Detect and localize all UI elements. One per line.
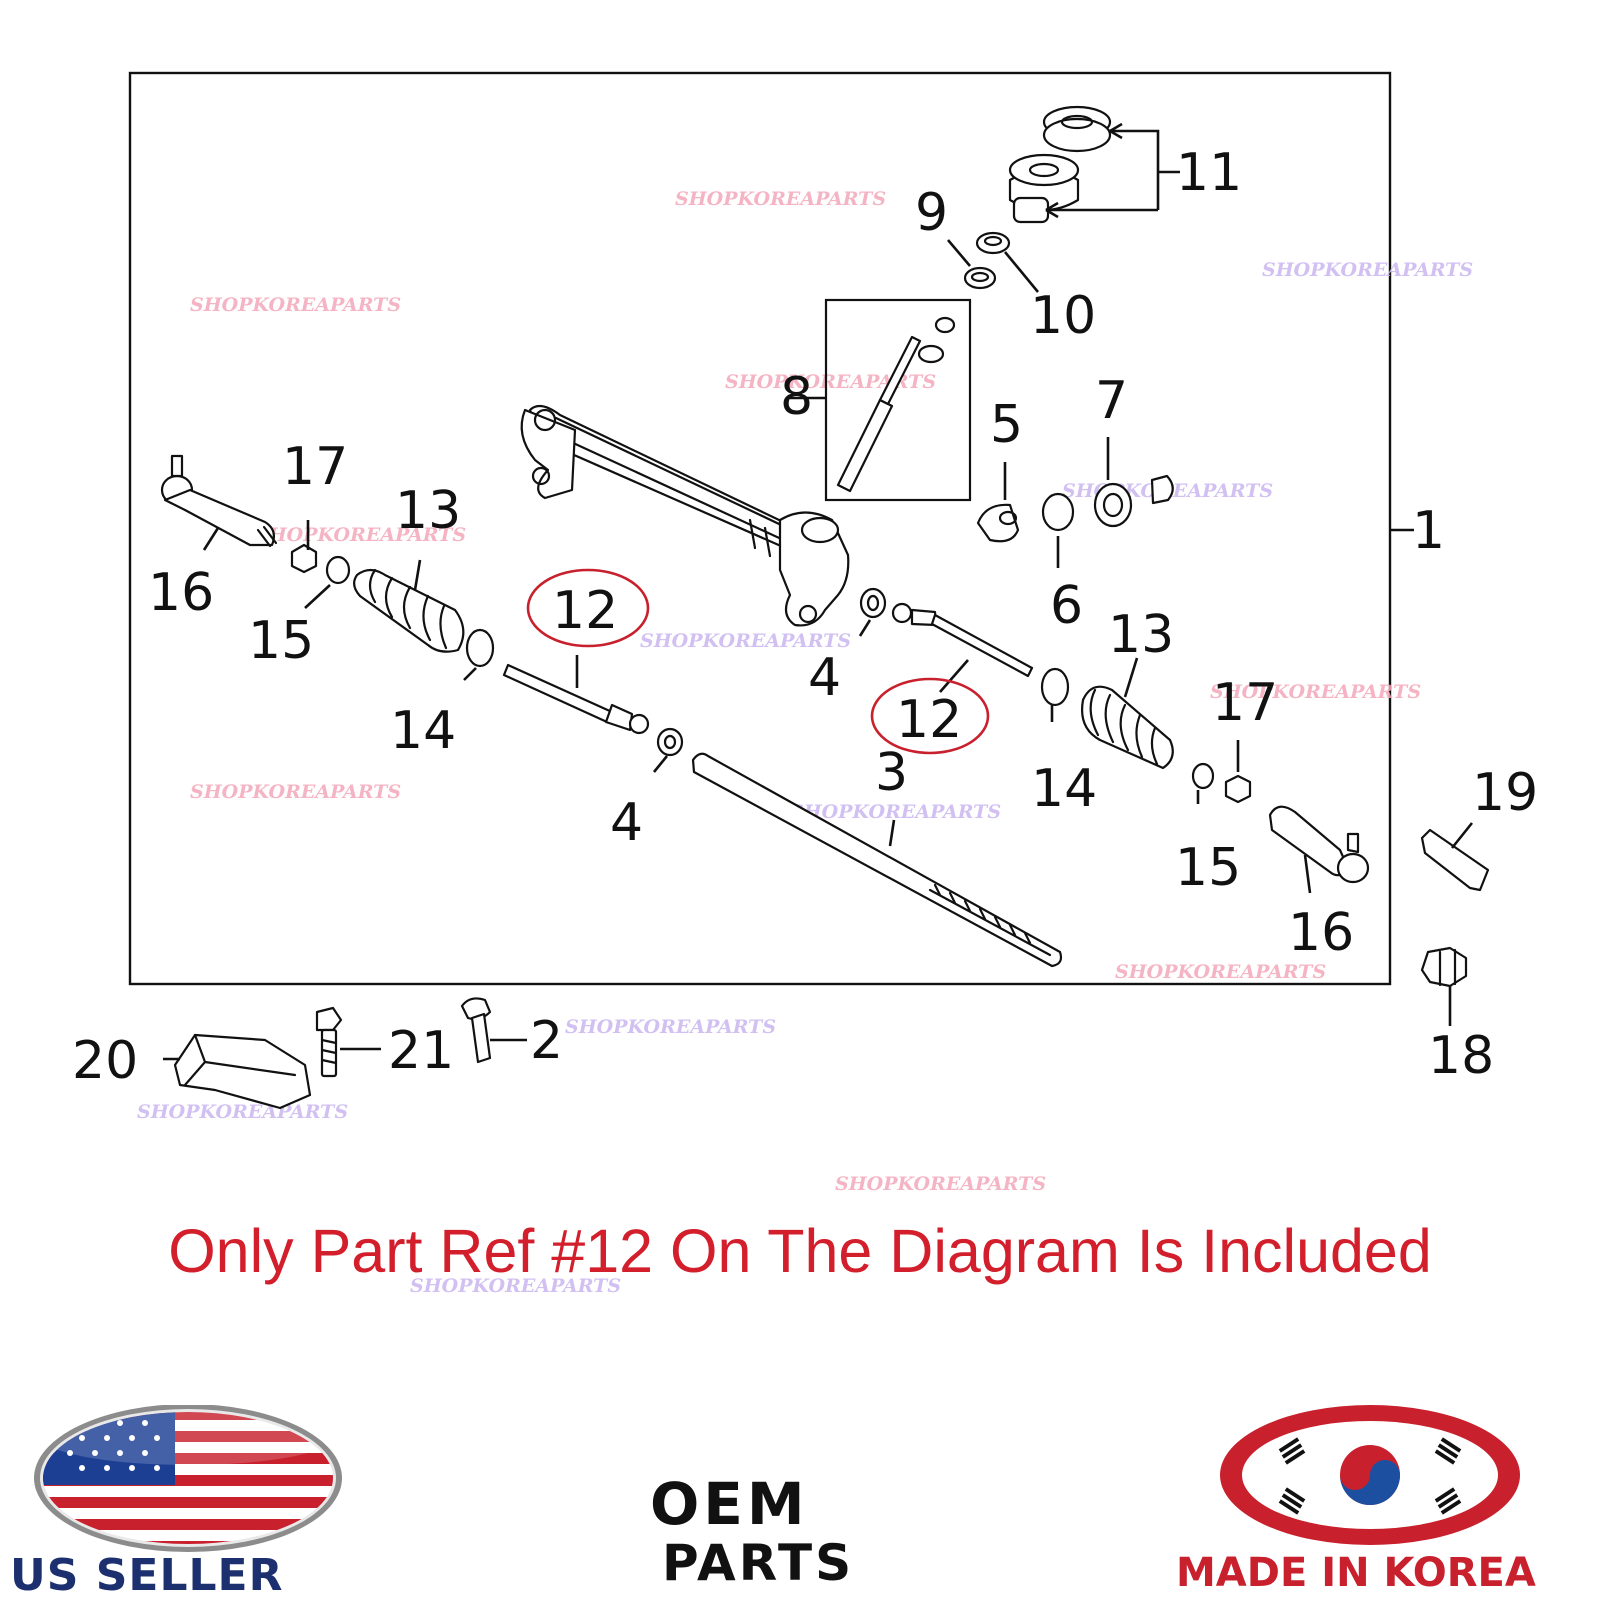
callout-13: 13 (1108, 605, 1174, 665)
oem-parts-badge: OEM PARTS (640, 1470, 960, 1600)
part-17-nut-left (290, 543, 318, 574)
callout-4: 4 (808, 648, 841, 708)
steering-gear-housing (520, 404, 850, 627)
callout-7: 7 (1095, 371, 1128, 431)
part-11-mount-bushings (1008, 105, 1112, 224)
part-8-kit (824, 298, 972, 502)
watermark: SHOPKOREAPARTS (410, 1275, 621, 1297)
watermark: SHOPKOREAPARTS (1210, 681, 1421, 703)
watermark: SHOPKOREAPARTS (790, 801, 1001, 823)
callout-13: 13 (395, 481, 461, 541)
part-13-boot-right (1081, 685, 1174, 770)
part-7-seals (1093, 474, 1174, 528)
diagram-frame (128, 71, 1392, 986)
callout-1: 1 (1412, 501, 1445, 561)
part-5-housing (976, 503, 1020, 543)
part-3-rack-bar (691, 752, 1063, 968)
callout-16: 16 (148, 563, 214, 623)
watermark: SHOPKOREAPARTS (725, 371, 936, 393)
made-in-korea-label: MADE IN KOREA (1176, 1550, 1536, 1596)
highlight-circle-12-left (526, 568, 650, 648)
callout-3: 3 (875, 743, 908, 803)
part-15-washer-right (1191, 762, 1215, 790)
watermark-strip: SHOPKOREAPARTS (410, 1275, 621, 1297)
callout-14: 14 (1031, 759, 1097, 819)
callout-11: 11 (1176, 143, 1242, 203)
callout-4: 4 (610, 793, 643, 853)
inclusion-notice: Only Part Ref #12 On The Diagram Is Incl… (168, 1217, 1432, 1285)
part-10-ring (975, 231, 1011, 255)
part-4-seal-upper (859, 587, 887, 619)
part-21-bolt (315, 1006, 343, 1078)
highlight-circle-12-right (870, 677, 990, 755)
us-seller-badge: US SELLER (10, 1404, 360, 1601)
part-18-nut (1420, 946, 1468, 988)
part-12-inner-tie-rod-right (891, 602, 1034, 678)
callout-10: 10 (1030, 286, 1096, 346)
part-4-seal-lower (656, 727, 684, 757)
part-9-ring (963, 266, 997, 290)
callout-21: 21 (388, 1021, 454, 1081)
part-13-boot-left (353, 568, 465, 653)
callout-18: 18 (1428, 1026, 1494, 1086)
watermark: SHOPKOREAPARTS (190, 294, 401, 316)
part-6-seal (1041, 492, 1075, 532)
callout-8: 8 (780, 367, 813, 427)
part-12-inner-tie-rod-left (502, 663, 650, 735)
part-2-bolt (460, 997, 492, 1064)
callout-17: 17 (282, 437, 348, 497)
callout-9: 9 (915, 183, 948, 243)
part-19-bracket (1420, 828, 1490, 892)
callout-2: 2 (530, 1011, 563, 1071)
part-14-clamp-right (1040, 667, 1070, 707)
callout-19: 19 (1472, 763, 1538, 823)
part-16-tie-rod-end-left (160, 454, 278, 548)
callout-6: 6 (1050, 576, 1083, 636)
us-seller-label: US SELLER (10, 1550, 284, 1601)
parts-diagram: SHOPKOREAPARTS SHOPKOREAPARTS SHOPKOREAP… (72, 71, 1538, 1123)
leader-lines (163, 122, 1474, 1061)
callout-14: 14 (390, 701, 456, 761)
callout-20: 20 (72, 1031, 138, 1091)
part-15-washer-left (325, 555, 351, 585)
callout-15: 15 (248, 611, 314, 671)
part-17-nut-right (1224, 774, 1252, 804)
callout-15: 15 (1175, 838, 1241, 898)
callout-16: 16 (1288, 903, 1354, 963)
watermark: SHOPKOREAPARTS (1115, 961, 1326, 983)
watermark: SHOPKOREAPARTS (565, 1016, 776, 1038)
made-in-korea-badge: MADE IN KOREA (1170, 1395, 1590, 1600)
part-16-tie-rod-end-right (1268, 805, 1370, 884)
watermark: SHOPKOREAPARTS (190, 781, 401, 803)
korea-flag-oval-icon (1220, 1405, 1520, 1545)
watermark: SHOPKOREAPARTS (1262, 259, 1473, 281)
watermark: SHOPKOREAPARTS (835, 1173, 1046, 1195)
watermark: SHOPKOREAPARTS (675, 188, 886, 210)
callout-12: 12 (896, 690, 962, 750)
part-20-bracket (173, 1033, 312, 1110)
us-flag-oval-icon (34, 1404, 342, 1552)
callout-5: 5 (990, 395, 1023, 455)
part-14-clamp-left (465, 628, 495, 668)
callout-12: 12 (552, 581, 618, 641)
watermark-strip: SHOPKOREAPARTS (835, 1173, 1046, 1195)
watermark: SHOPKOREAPARTS (640, 630, 851, 652)
callout-17: 17 (1212, 673, 1278, 733)
oem-label: OEM (650, 1470, 809, 1538)
watermark: SHOPKOREAPARTS (137, 1101, 348, 1123)
parts-label: PARTS (662, 1534, 855, 1592)
